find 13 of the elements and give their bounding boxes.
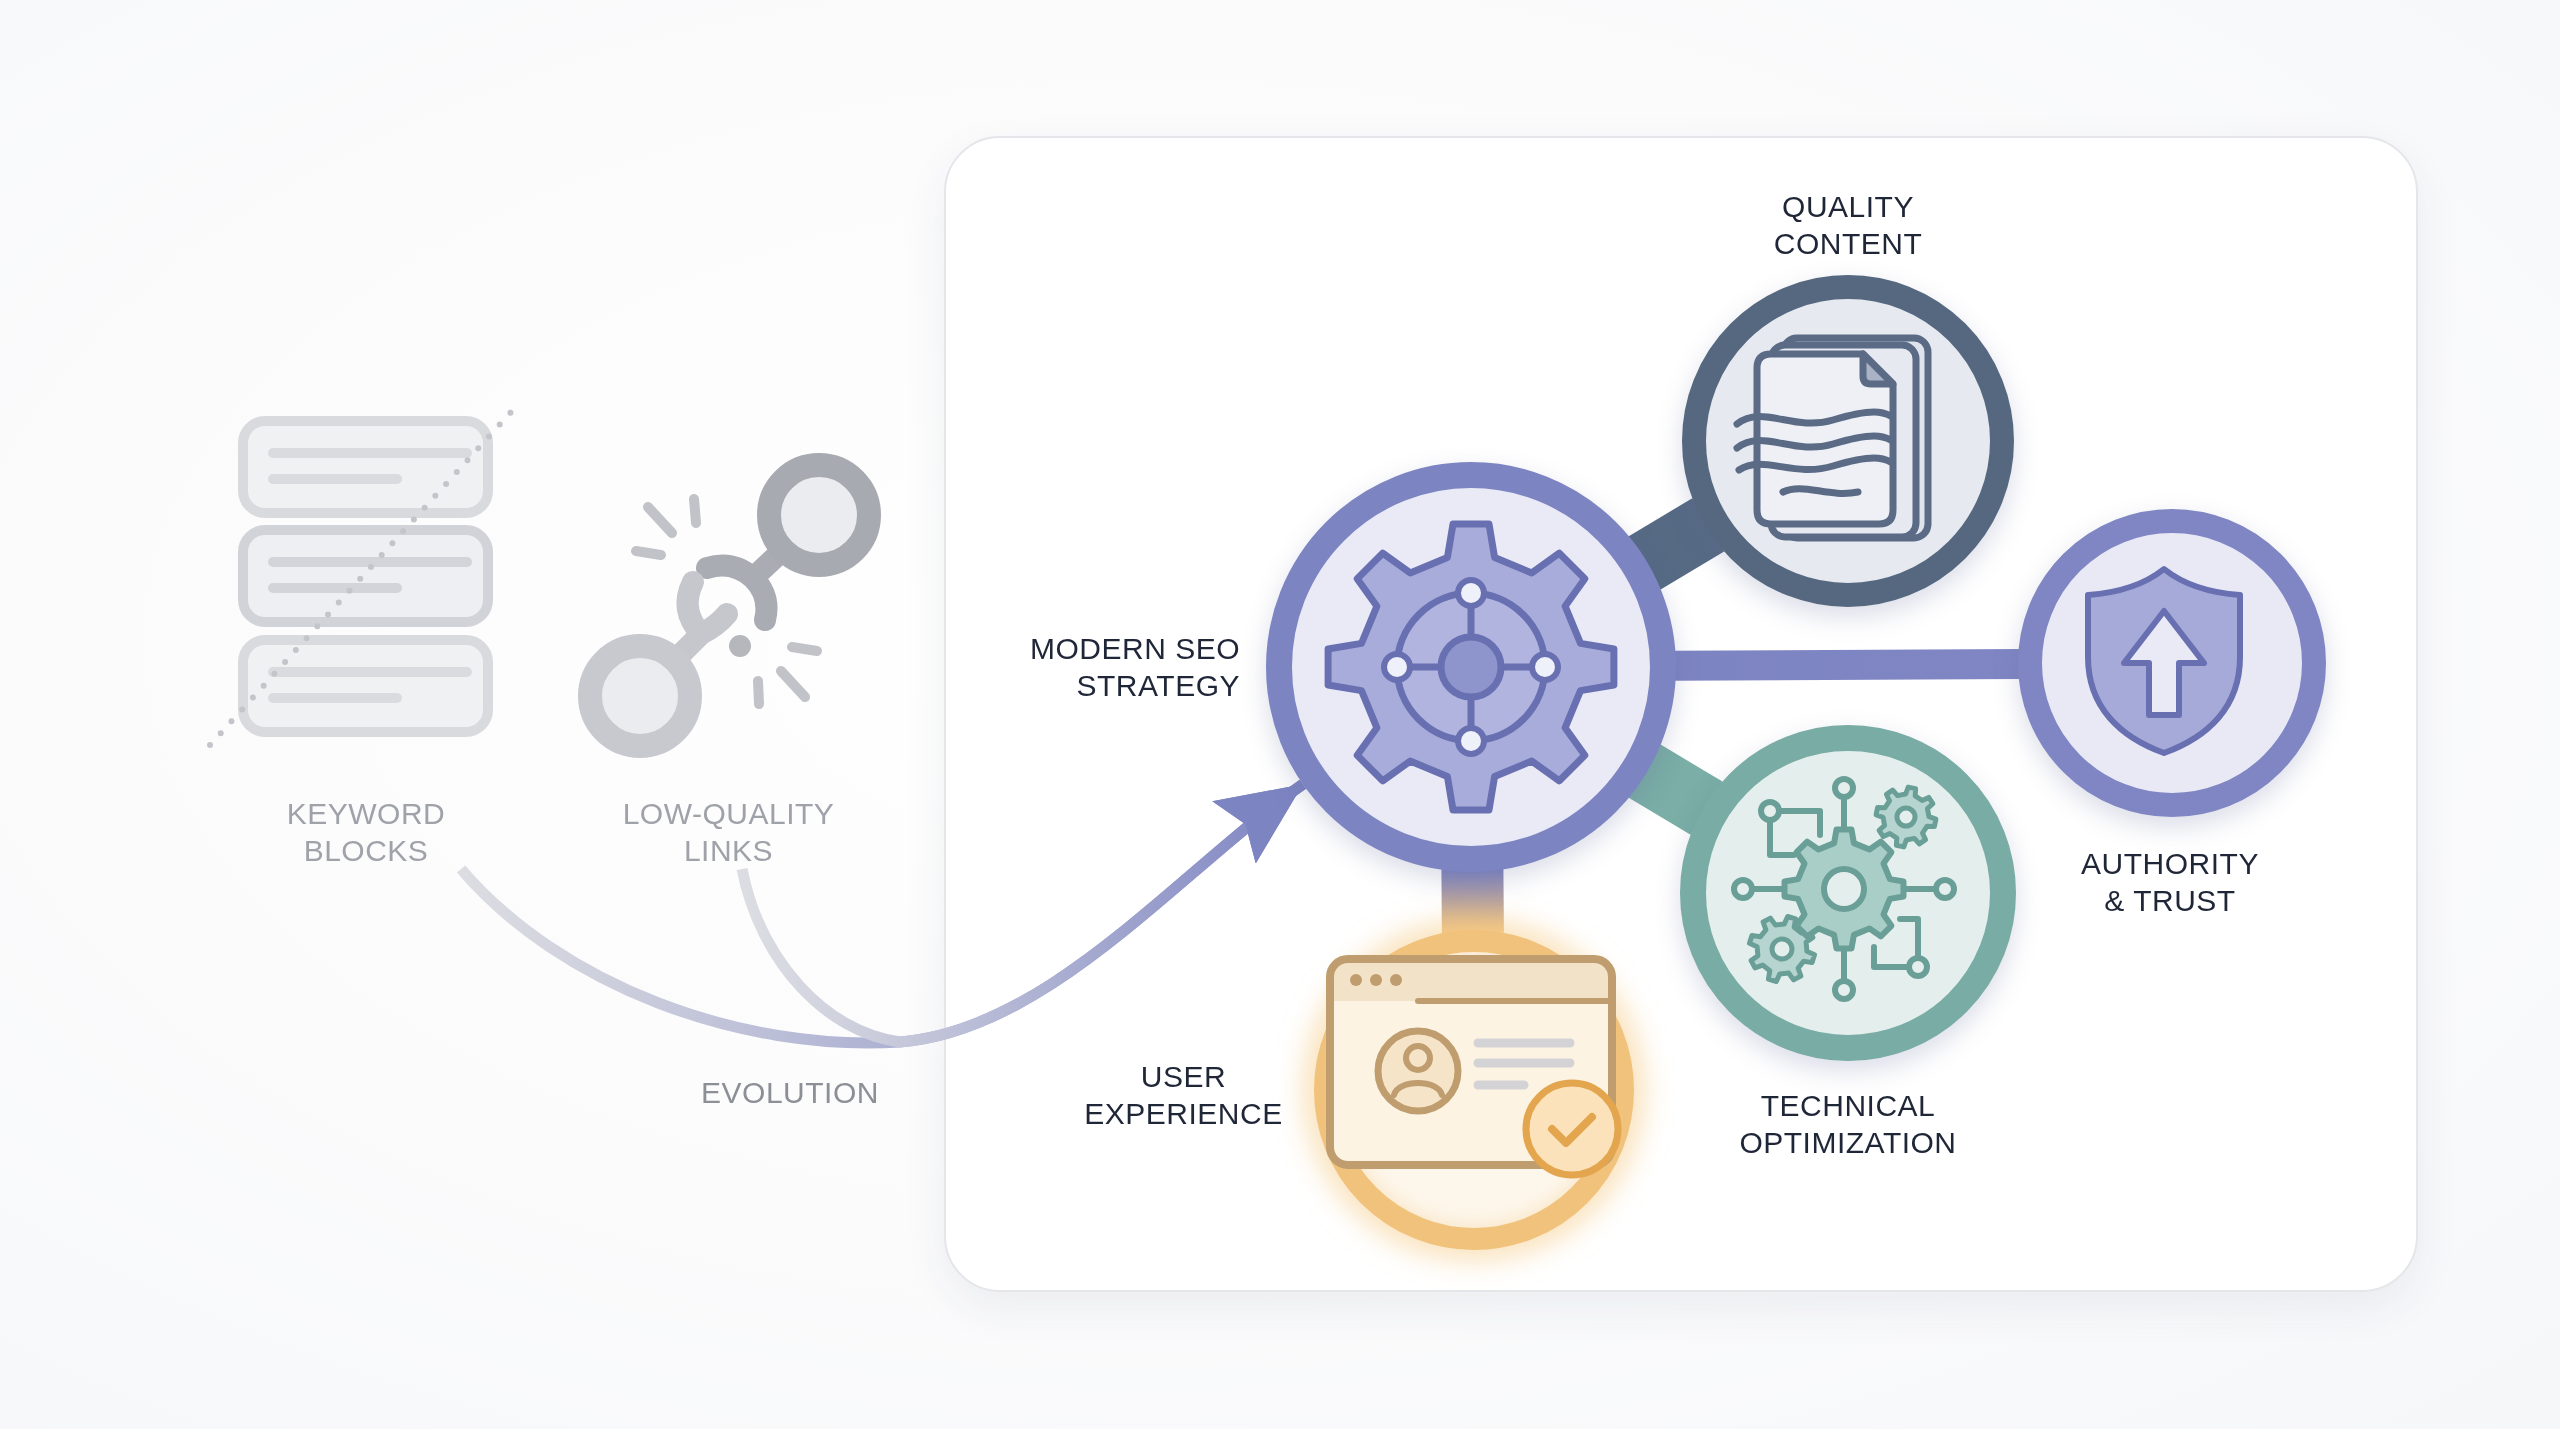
node-label: QUALITY CONTENT	[1772, 189, 1924, 262]
connector-band	[1628, 498, 1725, 590]
panel	[944, 136, 2418, 1292]
node-label: USER EXPERIENCE	[1083, 1059, 1284, 1132]
connector-band	[1628, 744, 1723, 835]
connector-band	[1441, 868, 1504, 934]
node-label: MODERN SEO STRATEGY	[1028, 631, 1240, 704]
node-label: KEYWORD BLOCKS	[285, 796, 447, 869]
curved-arrow	[736, 779, 1307, 1048]
node-label: LOW-QUALITY LINKS	[621, 796, 836, 869]
node-label: AUTHORITY & TRUST	[2080, 846, 2260, 919]
node-label: TECHNICAL OPTIMIZATION	[1738, 1088, 1958, 1161]
edge-label: EVOLUTION	[700, 1075, 880, 1111]
